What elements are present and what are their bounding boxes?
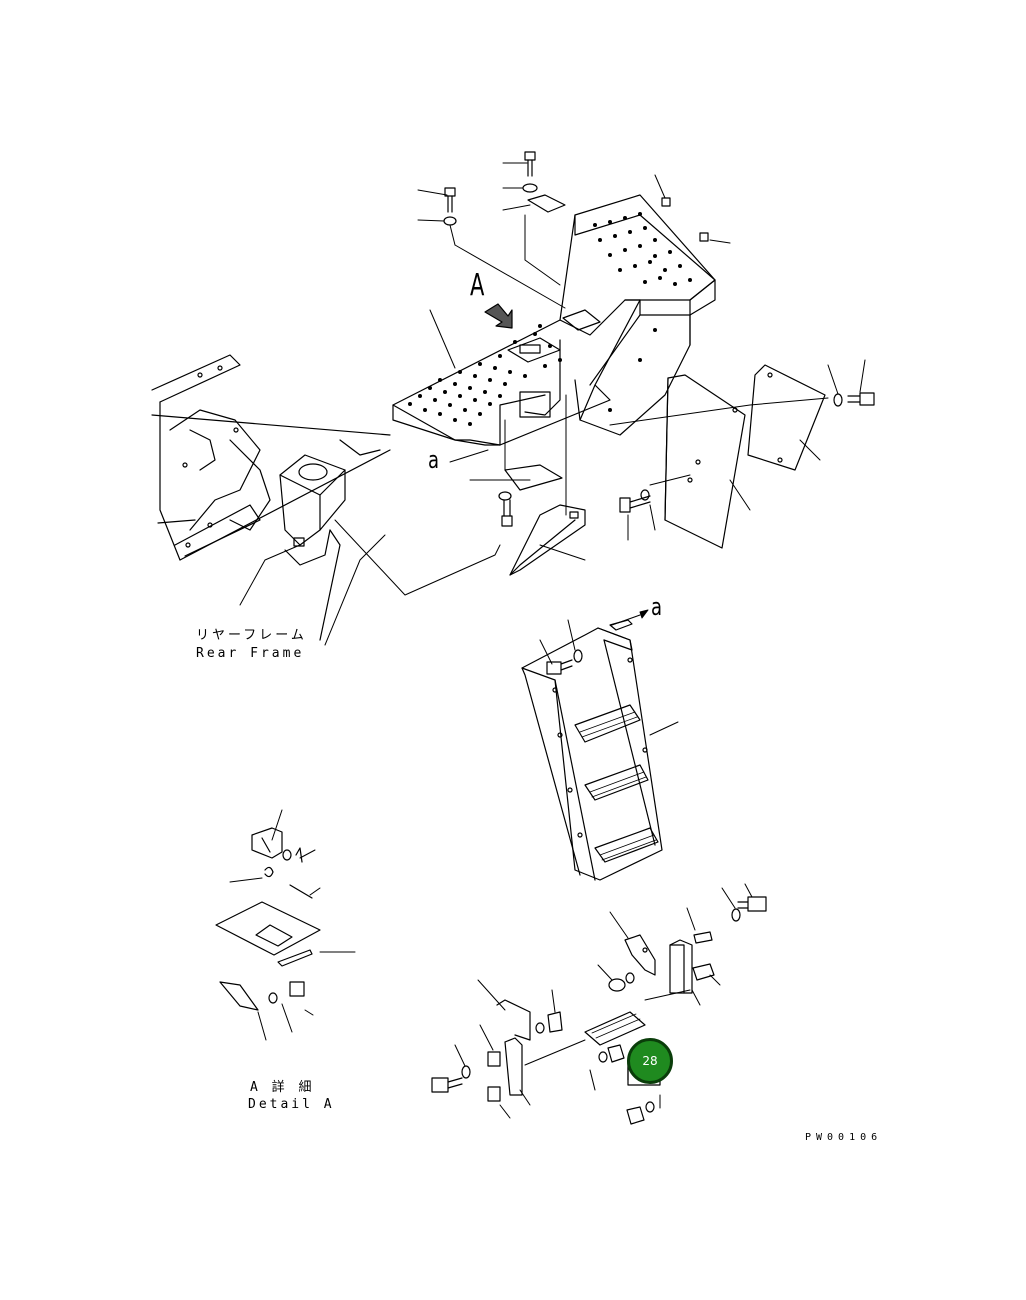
cover-plate-large <box>665 375 745 548</box>
step-platform <box>393 195 715 445</box>
detail-a-title-en: Detail A <box>248 1097 335 1112</box>
part-callout-number: 28 <box>642 1054 658 1068</box>
leader-lines-lower <box>455 884 752 1118</box>
view-a-label: A <box>470 268 485 303</box>
rear-frame-label-en: Rear Frame <box>196 646 305 661</box>
ladder <box>522 620 662 880</box>
view-a-arrow <box>485 304 512 328</box>
support-bracket <box>505 465 585 575</box>
cover-plate-small <box>748 365 825 470</box>
detail-a-title-jp: A 詳 細 <box>250 1080 315 1095</box>
detail-a <box>216 810 355 1040</box>
leader-lines-upper <box>240 163 865 645</box>
rear-frame <box>152 355 390 560</box>
mount-bracket <box>280 455 345 640</box>
leader-lines-ladder <box>540 610 678 735</box>
drawing-code: PW00106 <box>805 1132 883 1143</box>
ladder-mounting-brackets <box>432 897 766 1124</box>
part-callout-badge[interactable]: 28 <box>627 1038 673 1084</box>
arrow-a-label-top: a <box>428 446 440 474</box>
rear-frame-label-jp: リヤーフレーム <box>196 628 307 643</box>
arrow-a-label-right: a <box>651 593 663 621</box>
